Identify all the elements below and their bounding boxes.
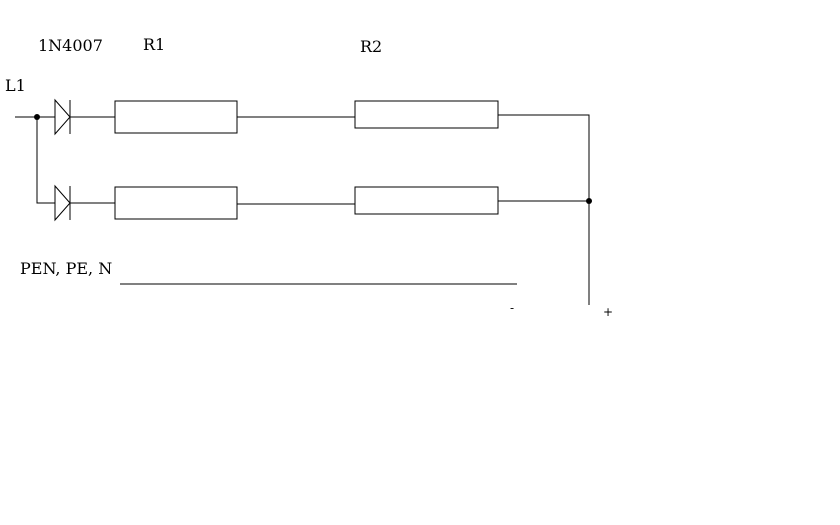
resistor-r1-bottom <box>114 186 238 220</box>
label-minus: - <box>510 301 514 315</box>
label-r1: R1 <box>143 35 165 54</box>
label-neutral: PEN, PE, N <box>20 259 112 278</box>
diode-bottom <box>54 184 71 222</box>
label-l1: L1 <box>5 76 26 95</box>
label-plus: + <box>603 305 613 319</box>
resistor-r1-top <box>114 100 238 134</box>
label-diode: 1N4007 <box>38 36 103 55</box>
label-r2: R2 <box>360 37 382 56</box>
branch-wire <box>36 117 55 204</box>
wire-r2-output-top <box>498 114 590 201</box>
resistor-r2-bottom <box>354 186 499 215</box>
resistor-r2-top <box>354 100 499 129</box>
diode-top <box>54 98 71 136</box>
